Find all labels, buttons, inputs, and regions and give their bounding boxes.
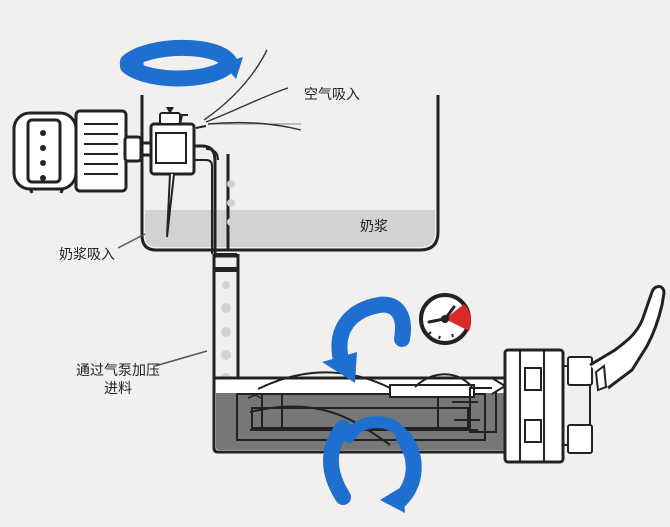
pressure-gauge-icon (419, 293, 472, 345)
callout-lines (117, 233, 208, 367)
pressure-feed-chamber (212, 371, 522, 454)
feed-pipe (194, 144, 240, 383)
air-intake-lines (203, 49, 302, 131)
rotation-arrow-top-icon (119, 39, 243, 87)
pump-feed-label-line-2: 进料 (104, 381, 132, 397)
pump-feed-label: 通过气泵加压 进料 (72, 362, 164, 398)
pump-feed-label-line-1: 通过气泵加压 (76, 363, 160, 379)
air-pump-icon (149, 107, 207, 238)
milk-tank (140, 95, 440, 252)
rotation-arrow-bottom-icon (322, 296, 422, 513)
motor-icon (12, 109, 153, 194)
milk-intake-label: 奶浆吸入 (59, 247, 115, 263)
outlet-head (503, 285, 666, 464)
milk-slurry-label: 奶浆 (360, 219, 388, 235)
air-intake-label: 空气吸入 (304, 87, 360, 103)
